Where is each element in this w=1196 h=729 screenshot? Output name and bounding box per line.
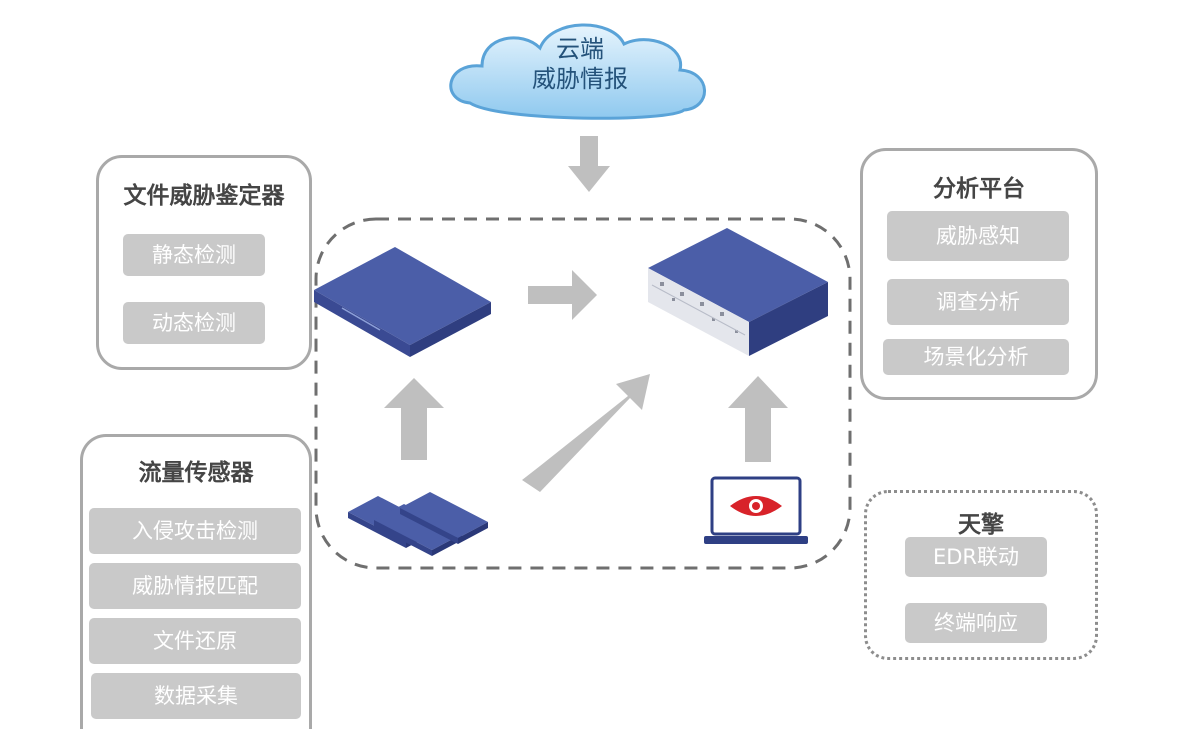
file-analyzer-panel: 文件威胁鉴定器 静态检测 动态检测 — [96, 155, 312, 370]
cloud-icon — [449, 23, 706, 120]
arrow-cloud-down — [568, 136, 610, 192]
threat-intel-match-item: 威胁情报匹配 — [89, 563, 301, 609]
file-restore-item: 文件还原 — [89, 618, 301, 664]
file-analyzer-title: 文件威胁鉴定器 — [123, 183, 285, 209]
threat-perception-item: 威胁感知 — [887, 211, 1069, 261]
cloud-label-line2: 威胁情报 — [532, 65, 628, 93]
analysis-platform-title: 分析平台 — [933, 176, 1025, 202]
arrow-icon — [384, 136, 788, 492]
scenario-analysis-item: 场景化分析 — [883, 339, 1069, 375]
static-detection-item: 静态检测 — [123, 234, 265, 276]
traffic-sensor-panel: 流量传感器 入侵攻击检测 威胁情报匹配 文件还原 数据采集 — [80, 434, 312, 729]
tianqing-title: 天擎 — [958, 512, 1004, 538]
central-boundary — [314, 217, 852, 570]
arrow-diagonal — [522, 374, 650, 492]
cloud-label: 云端 威胁情报 — [505, 34, 655, 94]
data-collection-item: 数据采集 — [91, 673, 301, 719]
edr-linkage-item: EDR联动 — [905, 537, 1047, 577]
sensor-stack-icon — [348, 492, 488, 556]
arrow-up-right — [728, 376, 788, 462]
arrow-right — [528, 270, 597, 320]
arrow-up-left — [384, 378, 444, 460]
tianqing-panel: 天擎 EDR联动 终端响应 — [864, 490, 1098, 660]
dynamic-detection-item: 动态检测 — [123, 302, 265, 344]
traffic-sensor-title: 流量传感器 — [138, 460, 254, 486]
chassis-icon — [648, 228, 828, 356]
laptop-eye-icon — [704, 476, 808, 544]
cloud-label-line1: 云端 — [556, 35, 604, 63]
investigation-analysis-item: 调查分析 — [887, 279, 1069, 325]
server-icon — [314, 247, 491, 357]
endpoint-response-item: 终端响应 — [905, 603, 1047, 643]
analysis-platform-panel: 分析平台 威胁感知 调查分析 场景化分析 — [860, 148, 1098, 400]
intrusion-detection-item: 入侵攻击检测 — [89, 508, 301, 554]
